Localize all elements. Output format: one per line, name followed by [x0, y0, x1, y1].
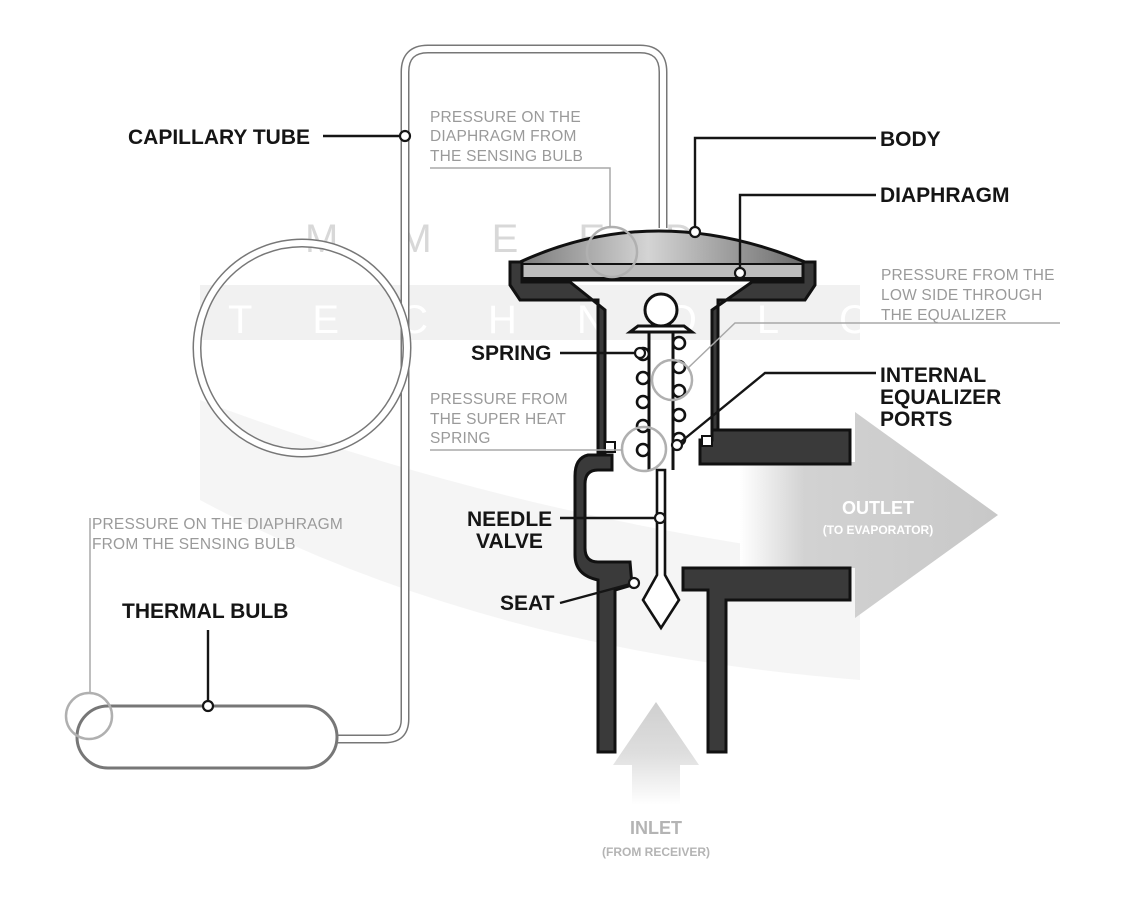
- watermark-line2: TECHNOLOGIES: [228, 298, 1130, 342]
- outlet-title: OUTLET: [842, 498, 914, 518]
- callout-dots: [201, 129, 747, 713]
- label-equalizer-line2: EQUALIZER: [880, 386, 1001, 409]
- label-needle-valve-line1: NEEDLE: [467, 508, 552, 531]
- label-needle-valve-line2: VALVE: [476, 530, 543, 553]
- label-equalizer-line1: INTERNAL: [880, 364, 986, 387]
- label-body: BODY: [880, 128, 941, 151]
- outlet-subtitle: (TO EVAPORATOR): [823, 523, 933, 537]
- label-capillary-tube: CAPILLARY TUBE: [128, 126, 310, 149]
- note-super-heat-line2: THE SUPER HEAT: [430, 411, 566, 428]
- note-low-side-line2: LOW SIDE THROUGH: [881, 287, 1042, 304]
- label-spring: SPRING: [471, 342, 552, 365]
- annotation-leaders: [89, 167, 1060, 692]
- label-thermal-bulb: THERMAL BULB: [122, 600, 288, 623]
- callout-labels: CAPILLARY TUBE BODY DIAPHRAGM SPRING INT…: [122, 126, 1010, 623]
- capillary-coil: [192, 238, 412, 458]
- note-low-side-line3: THE EQUALIZER: [881, 307, 1007, 324]
- note-bulb-line2: FROM THE SENSING BULB: [92, 536, 296, 553]
- note-bulb-line1: PRESSURE ON THE DIAPHRAGM: [92, 516, 343, 533]
- thermal-bulb-shape: [75, 704, 339, 770]
- annotation-rings: [64, 225, 694, 741]
- label-seat: SEAT: [500, 592, 555, 615]
- note-super-heat-line1: PRESSURE FROM: [430, 391, 568, 408]
- note-super-heat-line3: SPRING: [430, 430, 491, 447]
- capillary-tube: [335, 44, 668, 744]
- note-diaphragm-top-line2: DIAPHRAGM FROM: [430, 128, 577, 145]
- callout-leaders: [206, 134, 876, 706]
- annotation-notes: PRESSURE ON THE DIAPHRAGM FROM THE SENSI…: [92, 109, 1055, 553]
- label-equalizer-line3: PORTS: [880, 408, 952, 431]
- note-diaphragm-top-line1: PRESSURE ON THE: [430, 109, 581, 126]
- note-diaphragm-top-line3: THE SENSING BULB: [430, 148, 583, 165]
- note-low-side-line1: PRESSURE FROM THE: [881, 267, 1055, 284]
- inlet-title: INLET: [630, 818, 682, 838]
- label-diaphragm: DIAPHRAGM: [880, 184, 1010, 207]
- inlet-subtitle: (FROM RECEIVER): [602, 845, 710, 859]
- inlet-arrow: INLET (FROM RECEIVER): [602, 702, 710, 859]
